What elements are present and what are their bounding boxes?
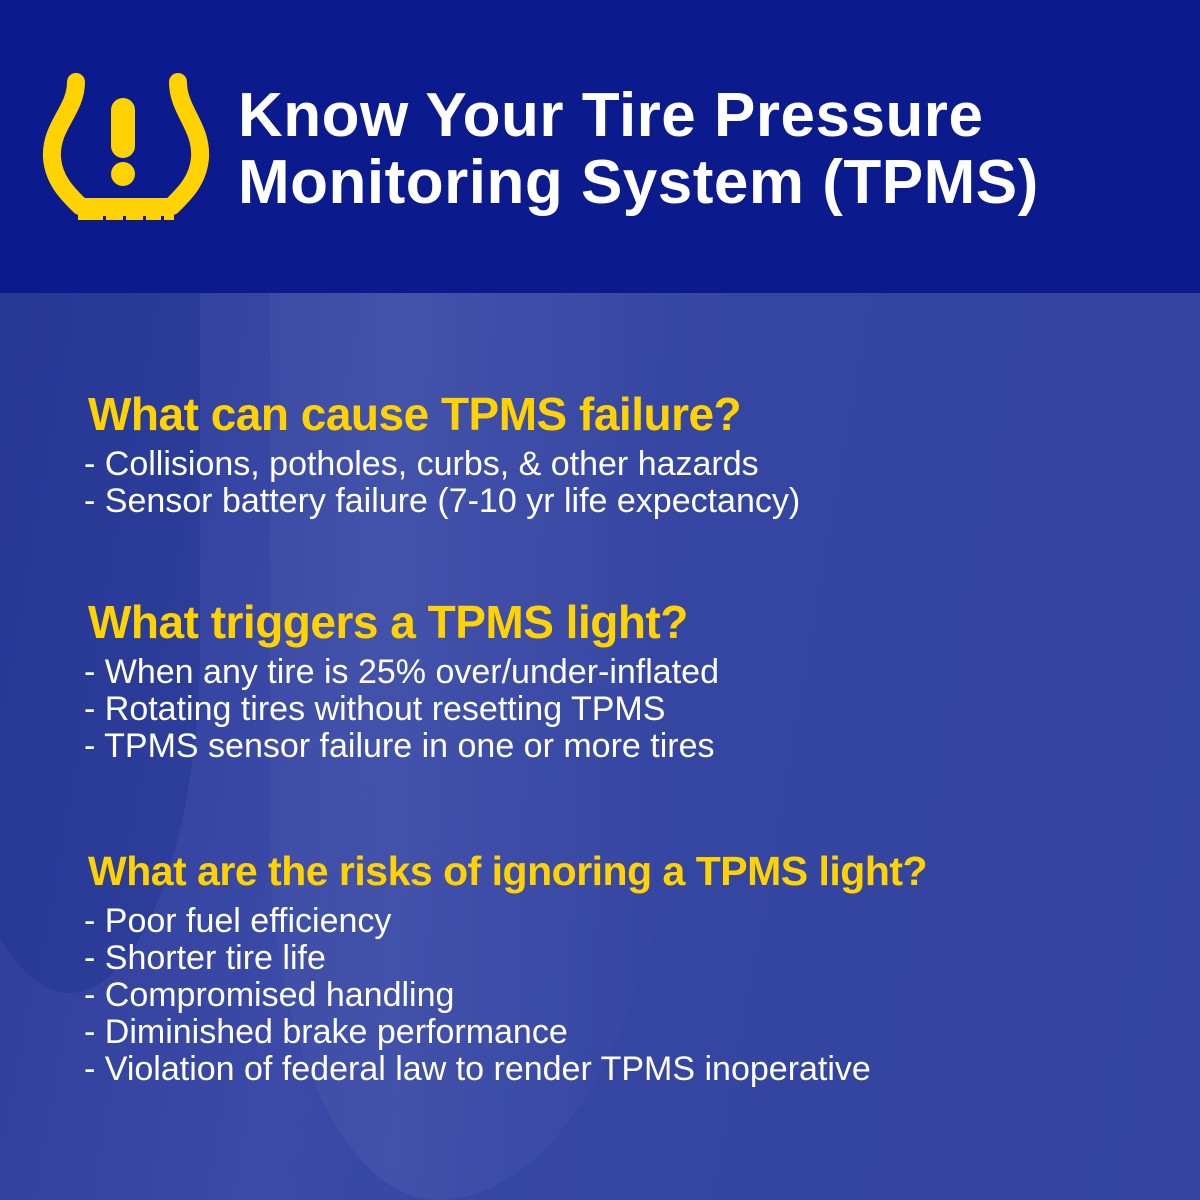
section-failure-causes: What can cause TPMS failure? - Collision… [84, 386, 800, 520]
section-heading: What triggers a TPMS light? [88, 596, 688, 648]
tpms-warning-icon [42, 73, 210, 222]
list-item: - TPMS sensor failure in one or more tir… [84, 727, 715, 765]
list-item: - Sensor battery failure (7-10 yr life e… [84, 482, 801, 520]
section-light-triggers: What triggers a TPMS light? - When any t… [84, 594, 719, 765]
list-item: - Shorter tire life [84, 939, 326, 977]
list-item: - When any tire is 25% over/under-inflat… [84, 653, 719, 691]
list-item: - Poor fuel efficiency [84, 902, 392, 940]
list-item: - Collisions, potholes, curbs, & other h… [84, 445, 759, 483]
list-item: - Compromised handling [84, 976, 455, 1014]
background-tire-shadow [0, 293, 200, 993]
list-item: - Rotating tires without resetting TPMS [84, 690, 666, 728]
background-photo [0, 293, 1200, 1200]
section-heading: What can cause TPMS failure? [88, 388, 742, 440]
list-item: - Violation of federal law to render TPM… [84, 1050, 871, 1088]
list-item: - Diminished brake performance [84, 1013, 568, 1051]
section-risks: What are the risks of ignoring a TPMS li… [84, 843, 928, 1088]
title-line-1: Know Your Tire Pressure [238, 81, 984, 150]
title-line-2: Monitoring System (TPMS) [238, 148, 1039, 217]
page-title: Know Your Tire Pressure Monitoring Syste… [238, 82, 1039, 216]
section-heading: What are the risks of ignoring a TPMS li… [88, 848, 928, 894]
